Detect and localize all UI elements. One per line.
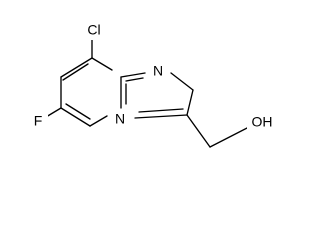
bond-c7-c8-double [62,63,89,81]
bond-c3-n4-double [138,108,184,113]
bridgehead-nitrogen-label-mask [111,111,131,129]
bridgehead-nitrogen-atom-label: N [115,111,125,127]
imine-nitrogen-atom-label: N [153,63,163,79]
bond-c5-c6 [60,107,91,127]
chemical-structure-diagram: Cl N F N OH [28,21,277,148]
chlorine-atom-label: Cl [87,22,100,38]
fluorine-label-mask [28,113,48,131]
chlorine-label-mask [82,22,106,40]
bond-c8a-n1-double [125,77,144,82]
chemical-bonds [45,37,250,148]
bond-c5-n4 [89,115,108,127]
bond-c3-ch2 [186,114,211,148]
fluorine-atom-label: F [34,113,43,129]
bond-ch2-oh [209,126,250,148]
bond-c2-c3 [186,89,194,116]
bond-c8a-n1 [120,72,146,78]
imine-nitrogen-label-mask [149,63,169,81]
bond-c8-c8a [91,57,113,71]
hydroxyl-group-label: OH [252,114,273,130]
atom-labels: Cl N F N OH [28,22,277,132]
hydroxyl-label-mask [247,114,277,132]
bond-c5-c6-double [65,103,91,120]
bond-c6-f [45,107,62,118]
bond-n1-c2 [170,72,194,91]
bond-c7-c8 [60,57,93,78]
bond-c3-n4 [134,114,188,119]
